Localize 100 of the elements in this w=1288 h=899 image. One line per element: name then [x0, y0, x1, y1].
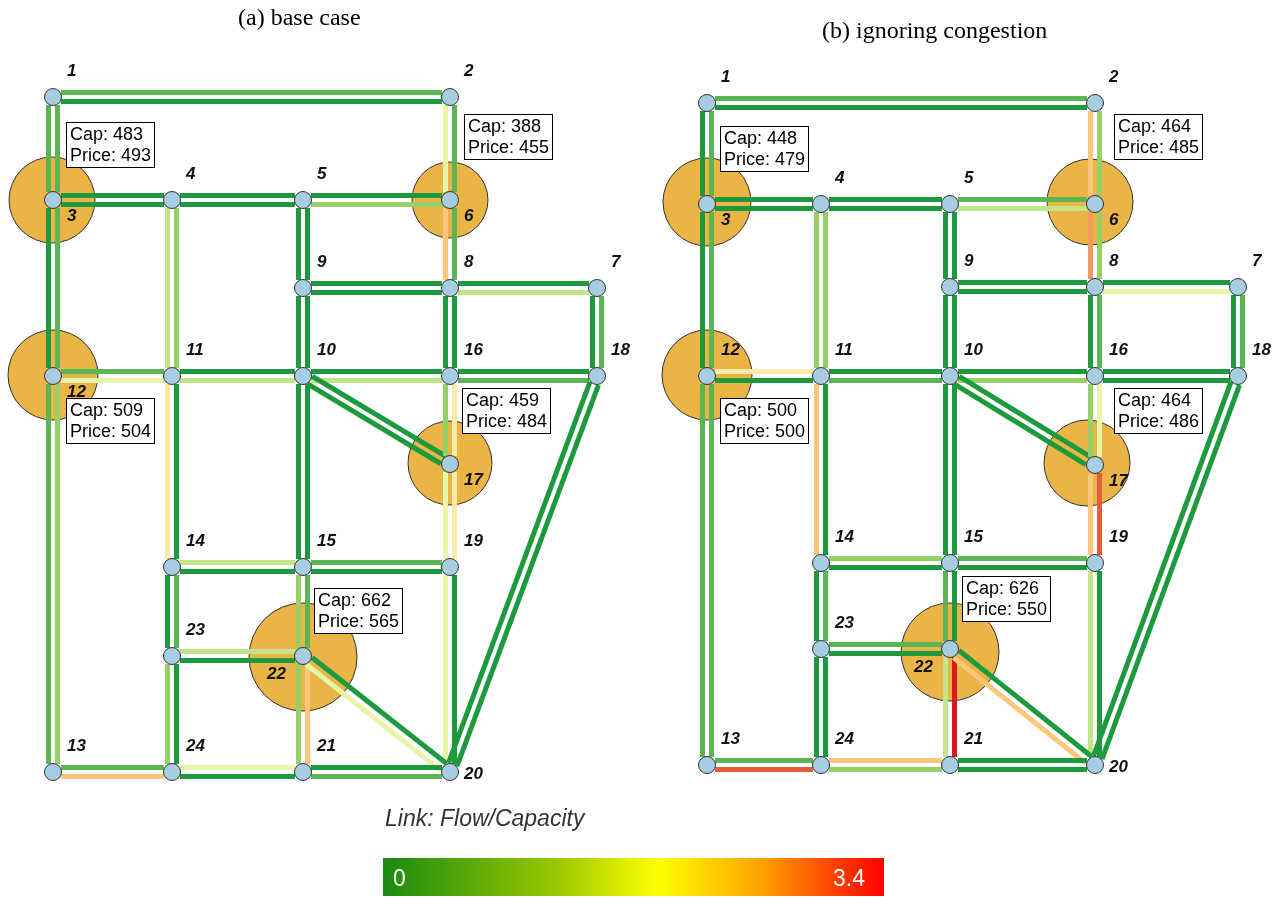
network-node [941, 367, 959, 385]
price-label: Price: 500 [724, 421, 806, 442]
network-node [812, 756, 830, 774]
node-number: 20 [1109, 757, 1128, 777]
node-number: 14 [835, 527, 854, 547]
link-line [1097, 384, 1102, 457]
capacity-label: Cap: 464 [1118, 390, 1193, 411]
node-number: 4 [835, 168, 845, 188]
link-line [715, 378, 813, 383]
node-number: 16 [464, 340, 483, 360]
network-node [941, 278, 959, 296]
link-line [452, 384, 457, 456]
link-line [823, 571, 828, 641]
node-number: 2 [1109, 67, 1119, 87]
link-line [814, 571, 819, 641]
capacity-price-box [1114, 114, 1204, 160]
network-node [163, 367, 181, 385]
node-number: 8 [1109, 251, 1119, 271]
link-line [55, 208, 60, 368]
link-line [458, 281, 589, 286]
network-node [163, 647, 181, 665]
capacity-label: Cap: 509 [70, 400, 145, 421]
network-node [441, 367, 459, 385]
link-line [180, 569, 295, 574]
node-number: 14 [186, 531, 205, 551]
link-line [180, 774, 295, 779]
network-node [588, 367, 606, 385]
link-line [311, 281, 442, 286]
link-line [958, 280, 1087, 285]
link-line [829, 556, 942, 561]
colorbar-tick-label: 3.4 [833, 865, 865, 892]
link-line [814, 212, 819, 368]
link-line [1103, 369, 1230, 374]
link-line [180, 202, 295, 207]
link-line [1097, 212, 1102, 279]
link-line [311, 569, 442, 574]
link-line [1231, 295, 1236, 368]
link-line [174, 208, 179, 368]
network-node [1086, 554, 1104, 572]
node-number: 1 [67, 61, 77, 81]
node-number: 3 [721, 210, 731, 230]
link-line [823, 384, 828, 555]
price-label: Price: 493 [70, 145, 152, 166]
link-line [952, 295, 957, 368]
link-line [829, 565, 942, 570]
link-line [452, 105, 457, 192]
capacity-label: Cap: 388 [468, 116, 543, 137]
link-line [1088, 212, 1093, 279]
link-line [952, 657, 957, 757]
capacity-price-box [66, 398, 156, 444]
link-line [715, 206, 813, 211]
link-line [452, 575, 457, 764]
price-label: Price: 455 [468, 137, 550, 158]
link-line [174, 664, 179, 764]
node-number: 7 [611, 252, 621, 272]
network-node [812, 640, 830, 658]
link-line [823, 212, 828, 368]
link-line [715, 197, 813, 202]
node-number: 13 [721, 729, 740, 749]
link-line [958, 767, 1087, 772]
link-line [305, 575, 310, 648]
node-number: 15 [964, 527, 983, 547]
network-node [941, 756, 959, 774]
link-line [1103, 280, 1230, 285]
link-line [311, 378, 442, 383]
link-line [958, 556, 1087, 561]
price-label: Price: 479 [724, 149, 806, 170]
link-line [296, 296, 301, 368]
link-line [458, 369, 589, 374]
network-node [441, 763, 459, 781]
network-node [588, 279, 606, 297]
link-line [452, 472, 457, 559]
link-line [174, 384, 179, 559]
price-label: Price: 484 [466, 411, 548, 432]
link-line [61, 193, 164, 198]
network-node [163, 763, 181, 781]
node-number: 4 [186, 164, 196, 184]
link-line [958, 289, 1087, 294]
link-line [61, 99, 442, 104]
link-line [311, 202, 442, 207]
link-line [1088, 473, 1093, 555]
link-line [829, 378, 942, 383]
link-line [943, 212, 948, 279]
link-line [958, 369, 1087, 374]
node-number: 15 [317, 531, 336, 551]
link-line [311, 290, 442, 295]
link-line [61, 369, 164, 374]
capacity-price-box [464, 114, 554, 160]
network-node [294, 763, 312, 781]
node-number: 6 [464, 206, 474, 226]
price-label: Price: 550 [966, 599, 1048, 620]
node-number: 13 [67, 736, 86, 756]
link-line [715, 105, 1087, 110]
link-line [165, 208, 170, 368]
link-line [715, 758, 813, 763]
node-number: 21 [317, 736, 336, 756]
link-line [952, 384, 957, 555]
link-line [311, 560, 442, 565]
link-line [958, 378, 1087, 383]
node-number: 16 [1109, 340, 1128, 360]
